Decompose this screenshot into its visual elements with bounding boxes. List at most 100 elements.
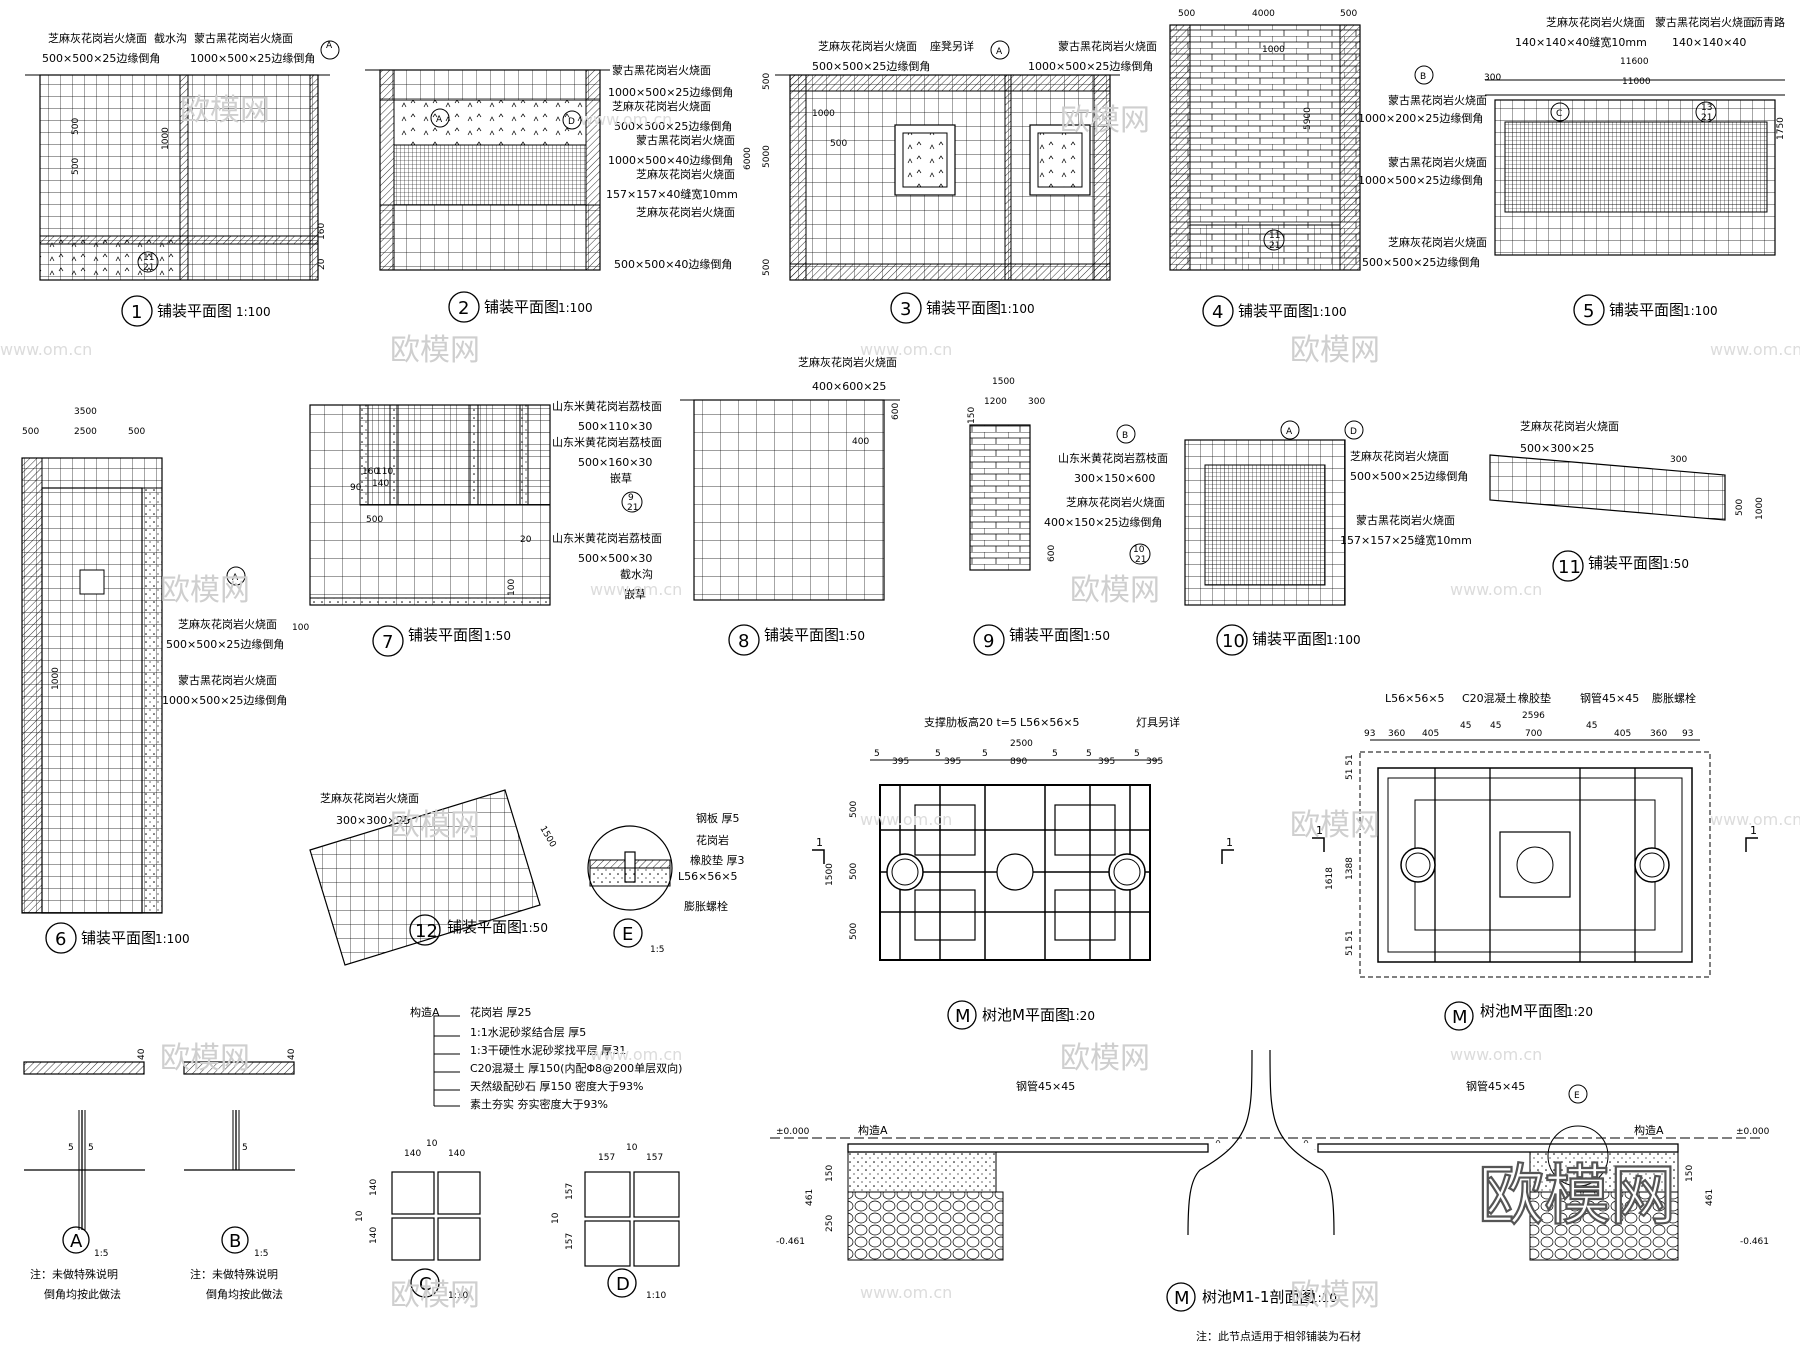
svg-text:1:50: 1:50 xyxy=(1662,557,1689,571)
svg-text:蒙古黑花岗岩火烧面: 蒙古黑花岗岩火烧面 xyxy=(1388,155,1487,169)
svg-text:21: 21 xyxy=(1135,555,1146,565)
svg-text:1:10: 1:10 xyxy=(448,1291,468,1301)
svg-text:157: 157 xyxy=(565,1183,575,1200)
svg-text:±0.000: ±0.000 xyxy=(1736,1127,1770,1137)
svg-text:157×157×40缝宽10mm: 157×157×40缝宽10mm xyxy=(606,187,738,201)
svg-text:D: D xyxy=(568,117,575,127)
svg-text:花岗岩: 花岗岩 xyxy=(696,833,729,847)
title-5: 5 铺装平面图 1:100 xyxy=(1573,294,1718,326)
svg-text:300×300×25: 300×300×25 xyxy=(336,814,410,827)
svg-text:1:50: 1:50 xyxy=(484,629,511,643)
svg-text:157×157×25缝宽10mm: 157×157×25缝宽10mm xyxy=(1340,533,1472,547)
svg-text:www.om.cn: www.om.cn xyxy=(860,1283,952,1302)
svg-text:蒙古黑花岗岩火烧面: 蒙古黑花岗岩火烧面 xyxy=(1655,15,1754,29)
svg-text:11000: 11000 xyxy=(1622,77,1651,87)
svg-text:1200: 1200 xyxy=(984,397,1007,407)
svg-text:1500: 1500 xyxy=(537,825,557,850)
svg-text:40: 40 xyxy=(137,1048,147,1060)
svg-text:膨胀螺栓: 膨胀螺栓 xyxy=(1652,691,1696,705)
title-3: 3 铺装平面图 1:100 xyxy=(890,292,1035,324)
title-e: E 1:5 xyxy=(613,918,664,955)
svg-text:360: 360 xyxy=(1388,729,1405,739)
svg-text:3: 3 xyxy=(900,299,911,320)
svg-text:395: 395 xyxy=(1098,757,1115,767)
svg-text:支撑肋板高20 t=5: 支撑肋板高20 t=5 xyxy=(924,715,1017,729)
svg-text:9: 9 xyxy=(983,631,994,652)
svg-text:300×150×600: 300×150×600 xyxy=(1074,472,1155,485)
svg-text:A: A xyxy=(70,1231,83,1252)
title-m1: M 树池M平面图 1:20 xyxy=(947,1000,1095,1030)
svg-text:890: 890 xyxy=(1010,757,1027,767)
svg-text:45: 45 xyxy=(1460,721,1471,731)
svg-text:1000: 1000 xyxy=(51,667,61,690)
svg-text:A: A xyxy=(1286,427,1293,437)
svg-text:1000×500×40边缘倒角: 1000×500×40边缘倒角 xyxy=(608,154,733,167)
svg-text:B: B xyxy=(229,1231,241,1252)
svg-text:芝麻灰花岗岩火烧面: 芝麻灰花岗岩火烧面 xyxy=(1546,15,1645,29)
svg-text:B: B xyxy=(1420,72,1426,82)
svg-text:93: 93 xyxy=(1682,729,1693,739)
svg-text:欧模网: 欧模网 xyxy=(1290,1278,1380,1313)
title-m2: M 树池M平面图 1:20 xyxy=(1444,1001,1593,1031)
svg-text:300: 300 xyxy=(1028,397,1045,407)
svg-text:93: 93 xyxy=(1364,729,1375,739)
svg-text:5: 5 xyxy=(1086,749,1092,759)
svg-text:欧模网: 欧模网 xyxy=(1290,808,1380,843)
svg-text:500: 500 xyxy=(1735,499,1745,516)
svg-text:20: 20 xyxy=(317,258,327,270)
svg-text:蒙古黑花岗岩火烧面: 蒙古黑花岗岩火烧面 xyxy=(1356,513,1455,527)
svg-text:140: 140 xyxy=(448,1149,465,1159)
svg-text:500: 500 xyxy=(849,923,859,940)
svg-text:D: D xyxy=(1350,427,1357,437)
svg-text:构造A: 构造A xyxy=(410,1005,440,1019)
svg-text:构造A: 构造A xyxy=(858,1123,888,1137)
svg-text:-0.461: -0.461 xyxy=(776,1237,805,1247)
svg-text:1500: 1500 xyxy=(992,377,1015,387)
svg-text:1:50: 1:50 xyxy=(1083,629,1110,643)
svg-text:L56×56×5: L56×56×5 xyxy=(678,870,738,883)
svg-text:1:100: 1:100 xyxy=(1683,304,1718,318)
svg-text:C: C xyxy=(1556,109,1562,119)
svg-text:500: 500 xyxy=(366,515,383,525)
svg-text:截水沟: 截水沟 xyxy=(620,567,653,581)
title-c: C 1:10 xyxy=(410,1268,468,1301)
svg-text:芝麻灰花岗岩火烧面: 芝麻灰花岗岩火烧面 xyxy=(320,791,419,805)
svg-text:500×110×30: 500×110×30 xyxy=(578,420,652,433)
title-8: 8 铺装平面图 1:50 xyxy=(728,624,865,656)
svg-text:250: 250 xyxy=(825,1215,835,1232)
svg-text:www.om.cn: www.om.cn xyxy=(860,340,952,359)
svg-text:注：此节点适用于相邻铺装为石材: 注：此节点适用于相邻铺装为石材 xyxy=(1196,1329,1361,1343)
svg-text:5: 5 xyxy=(982,749,988,759)
svg-text:铺装平面图: 铺装平面图 xyxy=(764,626,839,644)
svg-text:1:50: 1:50 xyxy=(521,921,548,935)
svg-text:51 51: 51 51 xyxy=(1345,754,1355,780)
svg-text:140: 140 xyxy=(369,1179,379,1196)
svg-text:芝麻灰花岗岩火烧面: 芝麻灰花岗岩火烧面 xyxy=(612,99,711,113)
svg-text:300: 300 xyxy=(1670,455,1687,465)
svg-text:5: 5 xyxy=(874,749,880,759)
svg-text:1:5: 1:5 xyxy=(650,945,664,955)
svg-text:395: 395 xyxy=(944,757,961,767)
svg-text:5900: 5900 xyxy=(1303,107,1313,130)
svg-text:橡胶垫: 橡胶垫 xyxy=(1518,691,1551,705)
svg-text:500×300×25: 500×300×25 xyxy=(1520,442,1594,455)
svg-text:140: 140 xyxy=(404,1149,421,1159)
svg-text:1:10: 1:10 xyxy=(646,1291,666,1301)
svg-text:www.om.cn: www.om.cn xyxy=(1710,340,1800,359)
svg-text:1388: 1388 xyxy=(1345,857,1355,880)
svg-text:10: 10 xyxy=(426,1139,438,1149)
svg-text:E: E xyxy=(1574,1091,1580,1101)
svg-text:座凳另详: 座凳另详 xyxy=(930,39,974,53)
svg-text:嵌草: 嵌草 xyxy=(610,472,632,485)
svg-text:405: 405 xyxy=(1422,729,1439,739)
svg-text:欧模网: 欧模网 xyxy=(390,808,480,843)
svg-text:1:100: 1:100 xyxy=(155,932,190,946)
svg-text:芝麻灰花岗岩火烧面: 芝麻灰花岗岩火烧面 xyxy=(798,355,897,369)
label: 截水沟 xyxy=(154,31,187,45)
svg-text:钢管45×45: 钢管45×45 xyxy=(1466,1079,1525,1093)
svg-text:1500: 1500 xyxy=(825,863,835,886)
svg-text:405: 405 xyxy=(1614,729,1631,739)
svg-text:M: M xyxy=(955,1006,971,1027)
svg-text:芝麻灰花岗岩火烧面: 芝麻灰花岗岩火烧面 xyxy=(1520,419,1619,433)
svg-text:嵌草: 嵌草 xyxy=(624,588,646,601)
